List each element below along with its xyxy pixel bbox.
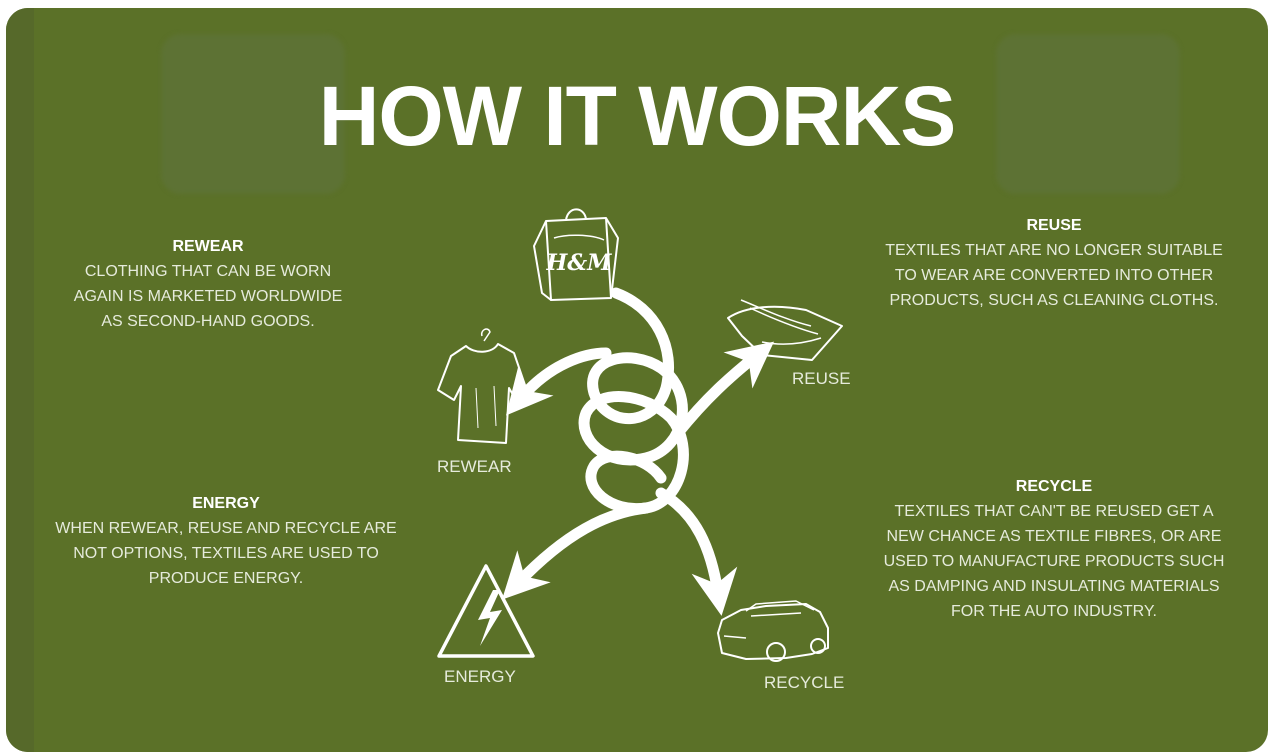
node-label-rewear: REWEAR [437,457,512,477]
node-label-reuse: REUSE [792,369,851,389]
car-icon [718,601,828,661]
cloth-icon [728,300,842,360]
arrow-to-reuse [678,356,756,433]
t-shirt-icon [438,329,526,443]
arrow-to-recycle [661,493,718,593]
infographic-panel: HOW IT WORKS REWEAR CLOTHING THAT CAN BE… [6,8,1268,752]
bag-logo-text: H&M [545,250,612,276]
spiral-arrow [518,293,756,593]
node-label-energy: ENERGY [444,667,516,687]
node-label-recycle: RECYCLE [764,673,844,693]
arrow-to-energy [518,508,646,583]
recycling-diagram: H&M [6,8,1268,752]
